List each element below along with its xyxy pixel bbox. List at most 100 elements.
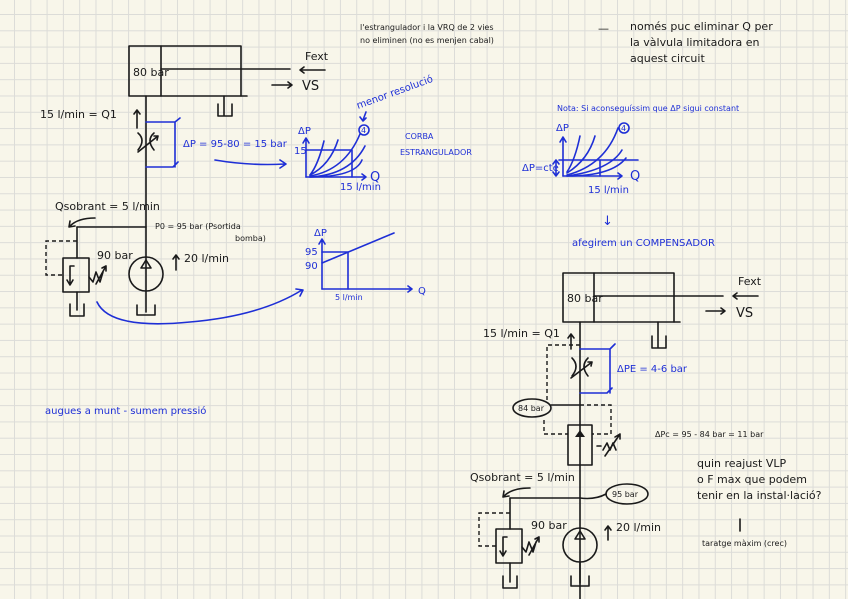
delta-p-bracket-1: [145, 117, 181, 168]
curve-2: [309, 139, 339, 176]
tank-icon: [651, 321, 667, 349]
p0-label-cont: bomba): [235, 234, 266, 243]
relief-valve-2: [478, 512, 540, 589]
afegirem-compensador: afegirem un COMPENSADOR: [572, 238, 715, 249]
compensator-valve: [567, 424, 621, 466]
curve-3: [309, 133, 361, 177]
pump-1: [128, 256, 164, 316]
graph-throttle-xlabel: Q: [370, 170, 380, 185]
link-arrow-relief: [96, 288, 304, 325]
flow-arrow-q1-2: [567, 333, 575, 350]
arrow-up-icon: [575, 430, 585, 437]
relief-setting-1: 90 bar: [97, 249, 133, 262]
bubble-84-label: 84 bar: [518, 404, 545, 413]
pilot-line-left: [543, 420, 568, 435]
y-axis: [302, 137, 310, 178]
cylinder-1-pressure: 80 bar: [133, 66, 169, 79]
x-axis: [321, 285, 413, 293]
delta-pe-bracket: [579, 343, 616, 394]
curve-5: [309, 159, 363, 178]
fext-arrow-2: [732, 292, 759, 300]
curve-tag: 4: [361, 126, 366, 135]
curve-tag-circle: [618, 122, 630, 134]
cylinder-2: 80 bar: [562, 272, 724, 349]
q1-label-2: 15 l/min = Q1: [483, 327, 560, 340]
circuit-1: 80 bar Fext VS 15 l/min = Q1 ΔP = 95-80 …: [40, 45, 329, 325]
fext-arrow-1: [299, 66, 326, 74]
top-note-line2-right: la vàlvula limitadora en: [630, 36, 760, 49]
top-note-line1-right: només puc eliminar Q per: [630, 20, 773, 33]
question-line1: quin reajust VLP: [697, 457, 786, 470]
vs-arrow-2: [705, 307, 726, 315]
pump-flow-arrow: [172, 254, 180, 271]
fext-label-1: Fext: [305, 50, 329, 63]
throttle-valve-1: [137, 132, 159, 153]
pump-flow-label-2: 20 l/min: [616, 521, 661, 534]
q1-label-1: 15 l/min = Q1: [40, 108, 117, 121]
nota-curve-tag: 4: [621, 124, 626, 133]
nota-section: Nota: Si aconseguíssim que ΔP sigui cons…: [522, 104, 739, 249]
y-axis: [318, 238, 326, 290]
top-note-line1-left: l'estrangulador i la VRQ de 2 vies: [360, 23, 494, 32]
circuit-2: 80 bar Fext VS 15 l/min = Q1 ΔPE = 4-6 b…: [470, 272, 822, 599]
graph-relief: ΔP Q 95 90 5 l/min: [305, 228, 426, 302]
vs-arrow-1: [271, 81, 293, 89]
bubble-95-label: 95 bar: [612, 490, 639, 499]
question-line3: tenir en la instal·lació?: [697, 489, 822, 502]
nota-xlabel: Q: [630, 169, 640, 184]
vs-label-2: VS: [736, 306, 753, 321]
graph-throttle-ytick: 15: [294, 146, 307, 157]
q-sobrant-label-1: Qsobrant = 5 l/min: [55, 200, 160, 213]
pilot-line-top: [546, 344, 580, 400]
pilot-line-right: [580, 404, 612, 435]
cylinder-1: 80 bar: [128, 45, 291, 117]
dp-cte-arrow: [552, 159, 560, 177]
graph-throttle-title2: ESTRANGULADOR: [400, 148, 472, 157]
sobrant-arrow-1: [68, 217, 96, 228]
bubble-84: [512, 398, 552, 418]
graph-relief-ytick-90: 90: [305, 261, 318, 272]
flow-arrow-q1: [133, 109, 141, 129]
tank-icon: [570, 575, 590, 587]
answer-text: taratge màxim (crec): [702, 539, 787, 548]
annotation-arrow: [359, 111, 367, 122]
nota-text: Nota: Si aconseguíssim que ΔP sigui cons…: [557, 104, 739, 113]
curve-tag-circle: [358, 124, 370, 136]
curve-2: [566, 135, 596, 174]
sobrant-arrow-2: [502, 487, 531, 498]
fext-label-2: Fext: [738, 275, 762, 288]
nota-ylabel: ΔP: [556, 123, 569, 134]
top-note-line3-right: aquest circuit: [630, 52, 705, 65]
delta-pc-label: ΔPc = 95 - 84 bar = 11 bar: [655, 430, 764, 439]
relief-valve-1: [45, 240, 107, 317]
top-note: l'estrangulador i la VRQ de 2 vies no el…: [360, 20, 773, 65]
curve-5: [566, 157, 627, 177]
operating-point-lines: [321, 251, 349, 290]
top-note-dash: —: [598, 22, 609, 35]
relief-characteristic: [321, 232, 395, 264]
q-sobrant-label-2: Qsobrant = 5 l/min: [470, 471, 575, 484]
graph-throttle-annotation: menor resolució: [355, 73, 435, 112]
curve-4: [566, 149, 623, 177]
link-arrow-throttle: [214, 159, 287, 169]
delta-pe-label: ΔPE = 4-6 bar: [617, 364, 688, 375]
curve-1: [566, 135, 581, 173]
nota-down-arrow: ↓: [602, 214, 613, 229]
pump-flow-arrow-2: [604, 525, 612, 541]
graph-throttle-title1: CORBA: [405, 132, 434, 141]
curve-1: [309, 140, 325, 176]
graph-throttle-xtick: 15 l/min: [340, 182, 381, 193]
tank-icon: [136, 304, 156, 316]
delta-p-label-1: ΔP = 95-80 = 15 bar: [183, 139, 288, 150]
relief-setting-2: 90 bar: [531, 519, 567, 532]
cylinder-2-pressure: 80 bar: [567, 292, 603, 305]
top-note-line2-left: no eliminen (no es menjen cabal): [360, 36, 494, 45]
graph-relief-xlabel: Q: [418, 286, 426, 297]
dp-cte-label: ΔP=cte: [522, 163, 559, 174]
p0-label: P0 = 95 bar (Psortida: [155, 222, 241, 231]
graph-relief-ylabel: ΔP: [314, 228, 327, 239]
pump-2: [562, 527, 598, 587]
pump-flow-label-1: 20 l/min: [184, 252, 229, 265]
